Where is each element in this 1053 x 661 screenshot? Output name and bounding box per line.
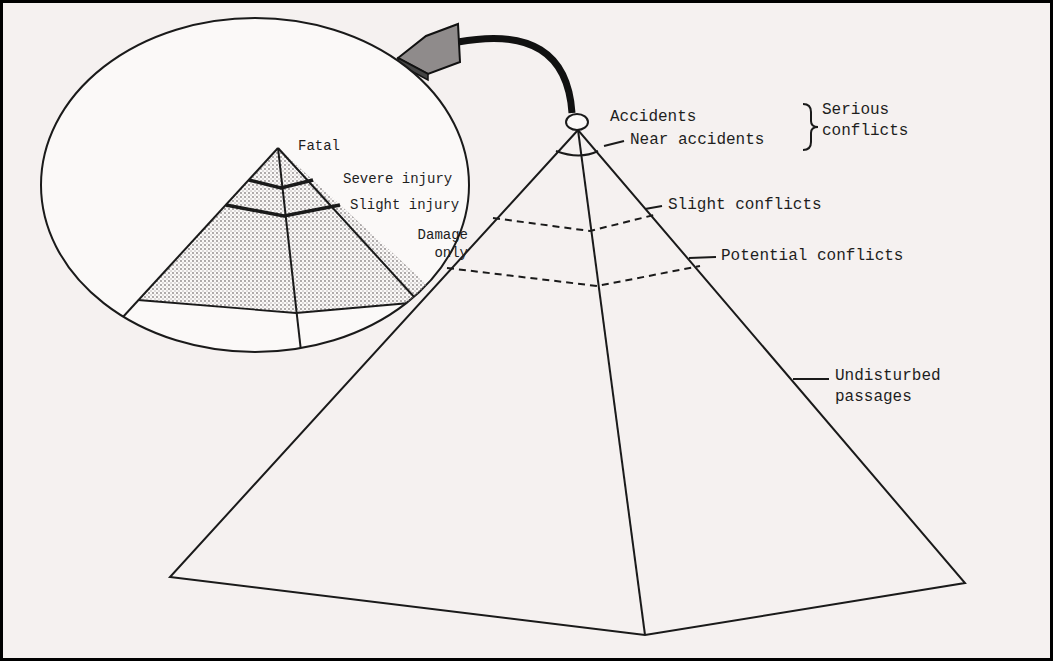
inset-edge [100, 148, 278, 342]
level-label: Serious conflicts [822, 100, 934, 142]
band-line [138, 300, 444, 313]
level-label: Near accidents [630, 130, 764, 151]
inset-circle [41, 18, 469, 352]
leader-line [645, 206, 662, 209]
inset-label: Slight injury [350, 196, 459, 214]
inset-label: Fatal [298, 137, 340, 155]
leader-line [604, 141, 624, 146]
band-line [226, 205, 340, 216]
bracket [803, 104, 818, 150]
inset-pyramid [100, 148, 490, 380]
level-label: Accidents [610, 107, 696, 128]
pyramid-edge [578, 130, 645, 635]
level-label: Potential conflicts [721, 246, 903, 267]
level-label: Undisturbed passages [835, 366, 963, 408]
inset-label: Damage only [400, 226, 468, 262]
level-label: Slight conflicts [668, 195, 822, 216]
inset-edge [278, 148, 302, 360]
band-line [493, 214, 658, 231]
band-line [556, 151, 598, 156]
band-line [249, 180, 313, 188]
leader-line [793, 378, 829, 380]
inset-label: Severe injury [343, 170, 452, 188]
inset-edge [278, 148, 490, 380]
magnify-arrow [458, 38, 572, 113]
band-line [447, 266, 700, 286]
leader-line [689, 257, 716, 258]
apex-oval [566, 114, 588, 130]
